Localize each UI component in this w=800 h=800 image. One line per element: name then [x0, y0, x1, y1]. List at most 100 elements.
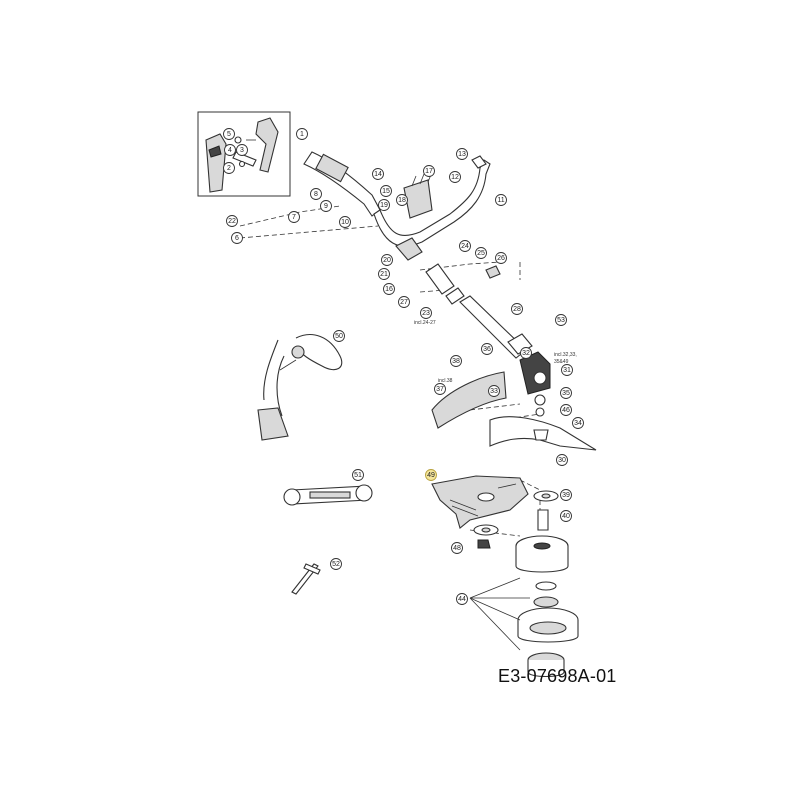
callout-24: 24 [459, 240, 471, 252]
callout-12: 12 [449, 171, 461, 183]
callout-18: 18 [396, 194, 408, 206]
callout-14: 14 [372, 168, 384, 180]
handlebar [303, 151, 491, 261]
drive-shaft [425, 263, 533, 359]
callout-label: 37 [436, 386, 444, 393]
callout-label: 12 [451, 174, 459, 181]
callout-51: 51 [352, 469, 364, 481]
callout-label: 1 [300, 131, 304, 138]
callout-label: 7 [292, 214, 296, 221]
callout-label: 19 [380, 202, 388, 209]
callout-label: 11 [497, 197, 504, 204]
trimmer-head [469, 535, 579, 678]
callout-21: 21 [378, 268, 390, 280]
callout-17: 17 [423, 165, 435, 177]
callout-label: 40 [562, 513, 570, 520]
callout-label: 9 [324, 203, 328, 210]
callout-8: 8 [310, 188, 322, 200]
callout-label: 20 [383, 257, 391, 264]
note-35-49: 35&49 [554, 359, 569, 365]
callout-23: 23 [420, 307, 432, 319]
callout-label: 51 [354, 472, 362, 479]
cutting-blade [431, 475, 529, 529]
callout-label: 36 [483, 346, 491, 353]
callout-44: 44 [456, 593, 468, 605]
callout-31: 31 [561, 364, 573, 376]
callout-label: 44 [458, 596, 466, 603]
callout-label: 18 [398, 197, 406, 204]
callout-label: 10 [341, 219, 349, 226]
callout-label: 39 [562, 492, 570, 499]
callout-3: 3 [236, 144, 248, 156]
callout-10: 10 [339, 216, 351, 228]
callout-6: 6 [231, 232, 243, 244]
hex-key [291, 563, 321, 595]
callout-2: 2 [223, 162, 235, 174]
note-incl-32-33: incl.32,33, [554, 352, 577, 358]
callout-33: 33 [488, 385, 500, 397]
callout-label: 16 [385, 286, 393, 293]
callout-label: 26 [497, 255, 505, 262]
callout-19: 19 [378, 199, 390, 211]
callout-label: 53 [557, 317, 565, 324]
callout-label: 28 [513, 306, 521, 313]
callout-22: 22 [226, 215, 238, 227]
callout-label: 30 [558, 457, 566, 464]
callout-5: 5 [223, 128, 235, 140]
shoulder-harness [257, 334, 343, 441]
callout-label: 38 [452, 358, 460, 365]
callout-label: 27 [400, 299, 408, 306]
drawing-number: E3-07698A-01 [498, 666, 617, 686]
callout-34: 34 [572, 417, 584, 429]
callout-label: 22 [228, 218, 236, 225]
callout-38: 38 [450, 355, 462, 367]
callout-32: 32 [520, 347, 532, 359]
note-incl-24-27: incl.24-27 [414, 320, 436, 326]
callout-36: 36 [481, 343, 493, 355]
callout-label: 3 [240, 147, 244, 154]
callout-label: 14 [374, 171, 382, 178]
callout-49: 49 [425, 469, 437, 481]
callout-13: 13 [456, 148, 468, 160]
callout-28: 28 [511, 303, 523, 315]
callout-label: 49 [427, 472, 435, 479]
callout-52: 52 [330, 558, 342, 570]
note-incl-38: incl.38 [438, 378, 453, 384]
callout-48: 48 [451, 542, 463, 554]
callout-27: 27 [398, 296, 410, 308]
callout-label: 32 [522, 350, 530, 357]
callout-15: 15 [380, 185, 392, 197]
callout-39: 39 [560, 489, 572, 501]
callout-label: 52 [332, 561, 340, 568]
callout-20: 20 [381, 254, 393, 266]
callout-label: 48 [453, 545, 461, 552]
callout-label: 8 [314, 191, 318, 198]
callout-label: 31 [563, 367, 571, 374]
callout-16: 16 [383, 283, 395, 295]
callout-label: 2 [227, 165, 231, 172]
callout-label: 6 [235, 235, 239, 242]
callout-35: 35 [560, 387, 572, 399]
callout-label: 46 [562, 407, 570, 414]
callout-label: 5 [227, 131, 231, 138]
callout-9: 9 [320, 200, 332, 212]
callout-40: 40 [560, 510, 572, 522]
callout-7: 7 [288, 211, 300, 223]
callout-label: 34 [574, 420, 582, 427]
callout-label: 33 [490, 388, 498, 395]
callout-37: 37 [434, 383, 446, 395]
callout-label: 25 [477, 250, 485, 257]
callout-46: 46 [560, 404, 572, 416]
grass-guard [431, 351, 597, 451]
callout-label: 4 [228, 147, 232, 154]
callout-label: 21 [380, 271, 388, 278]
callout-label: 23 [422, 310, 430, 317]
callout-30: 30 [556, 454, 568, 466]
callout-label: 50 [335, 333, 343, 340]
callout-label: 15 [382, 188, 390, 195]
callout-group: 1234567891011121314151617181920212223242… [223, 128, 584, 605]
callout-1: 1 [296, 128, 308, 140]
callout-25: 25 [475, 247, 487, 259]
callout-53: 53 [555, 314, 567, 326]
